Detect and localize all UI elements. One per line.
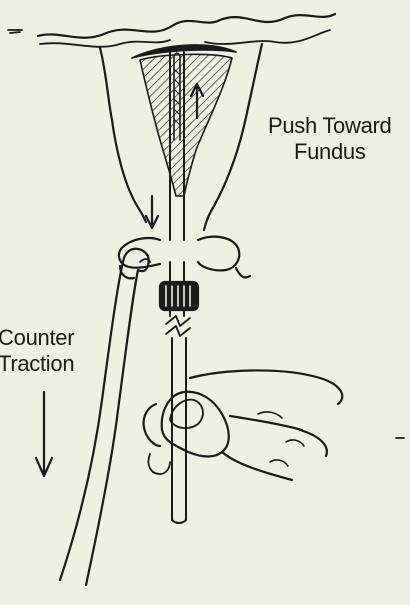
inserter-tube-lower	[170, 310, 186, 523]
uterine-cavity-hatched	[140, 54, 232, 196]
push-label-line1: Push Toward	[268, 113, 391, 139]
tube-break	[166, 316, 190, 336]
cervix-left	[119, 238, 160, 268]
push-label-line2: Fundus	[268, 139, 391, 165]
cervix-right	[198, 237, 239, 271]
uterus-top-outline	[38, 14, 335, 38]
counter-label-line2: Traction	[0, 351, 74, 377]
hand-finger-top	[190, 370, 342, 404]
counter-traction-arrow-icon	[36, 392, 52, 476]
corner-mark	[8, 30, 22, 33]
hand-finger-under	[148, 454, 170, 474]
hand-finger-left	[144, 404, 160, 446]
inserter-tube-mid	[170, 262, 184, 282]
traction-arrow-small-icon	[146, 196, 158, 228]
push-toward-fundus-label: Push Toward Fundus	[268, 113, 391, 165]
tenaculum	[60, 249, 149, 585]
hand-knuckles	[258, 412, 304, 466]
hand-back	[222, 416, 327, 480]
uterus-left-wall	[100, 48, 146, 222]
counter-traction-label: Counter Traction	[0, 325, 74, 377]
counter-label-line1: Counter	[0, 325, 74, 351]
